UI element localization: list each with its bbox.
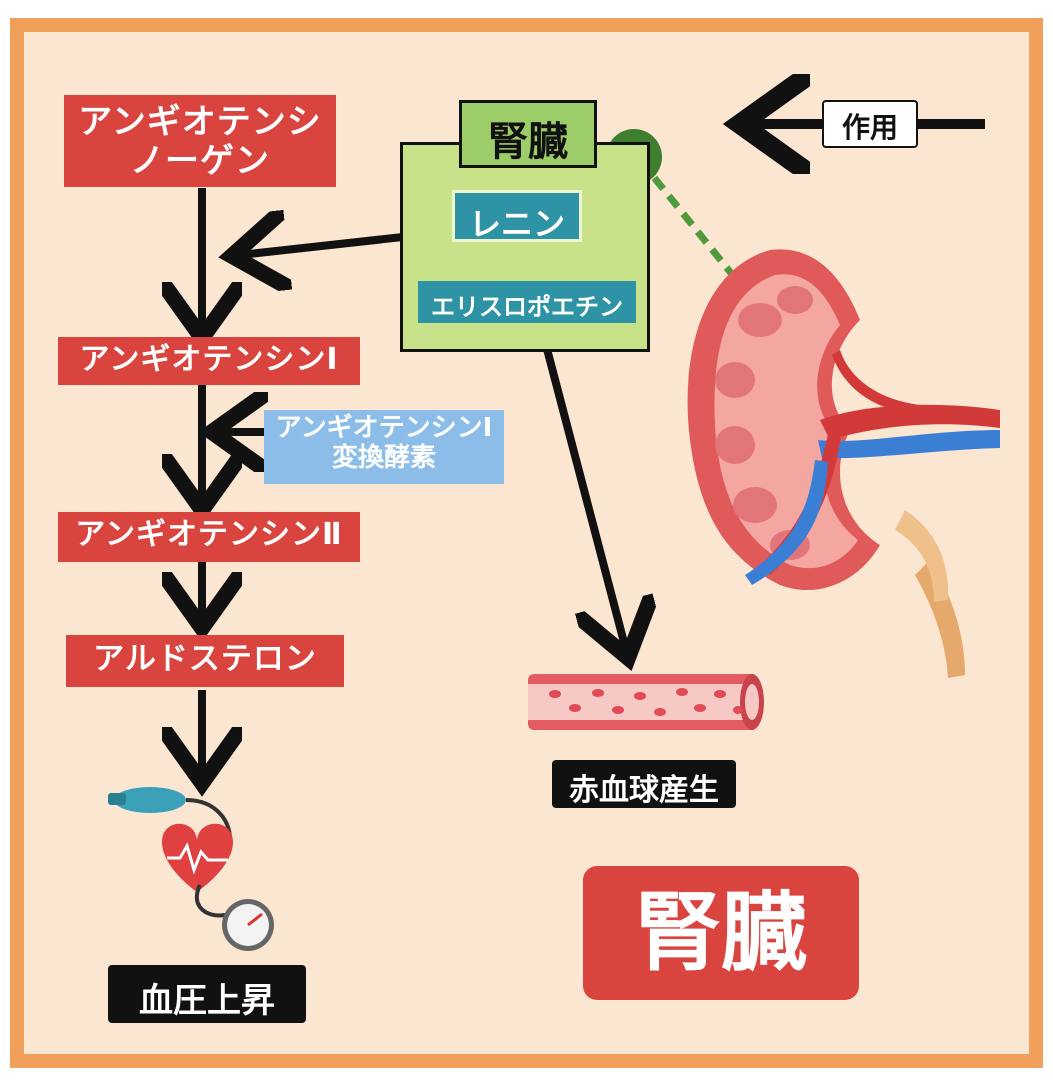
main-title-text: 腎臓 xyxy=(635,883,807,983)
renin-box: レニン xyxy=(452,190,582,243)
angiotensinogen-box: アンギオテンシ ノーゲン xyxy=(64,95,336,187)
action-legend: 作用 xyxy=(822,100,918,148)
angiotensinogen-line2: ノーゲン xyxy=(130,141,270,182)
renin-label: レニン xyxy=(468,205,565,243)
ace-box: アンギオテンシンⅠ 変換酵素 xyxy=(264,410,504,484)
rbc-production-label: 赤血球産生 xyxy=(552,760,736,808)
action-legend-text: 作用 xyxy=(841,111,898,144)
angiotensinogen-line1: アンギオテンシ xyxy=(78,102,322,142)
erythropoietin-box: エリスロポエチン xyxy=(418,281,636,323)
kidney-illustration xyxy=(687,249,1000,678)
dashed-pointer xyxy=(637,157,738,281)
kidney-panel-title: 腎臓 xyxy=(459,100,597,168)
main-title: 腎臓 xyxy=(583,866,859,1000)
ace-line1: アンギオテンシンⅠ xyxy=(275,413,493,443)
blood-vessel-icon xyxy=(528,674,764,730)
angiotensin1-box: アンギオテンシンⅠ xyxy=(58,337,360,385)
arrow-epo xyxy=(538,328,626,650)
blood-pressure-rise-text: 血圧上昇 xyxy=(139,981,275,1021)
rbc-production-text: 赤血球産生 xyxy=(569,773,719,808)
angiotensin2-box: アンギオテンシンⅡ xyxy=(58,512,360,562)
angiotensin2-label: アンギオテンシンⅡ xyxy=(75,517,343,552)
aldosterone-label: アルドステロン xyxy=(93,641,317,677)
aldosterone-box: アルドステロン xyxy=(66,635,344,687)
angiotensin1-label: アンギオテンシンⅠ xyxy=(79,342,339,377)
erythropoietin-label: エリスロポエチン xyxy=(431,293,623,321)
blood-pressure-monitor-icon xyxy=(108,787,274,951)
kidney-panel-title-text: 腎臓 xyxy=(488,119,568,165)
blood-pressure-rise-label: 血圧上昇 xyxy=(108,965,306,1023)
ace-line2: 変換酵素 xyxy=(331,442,436,473)
